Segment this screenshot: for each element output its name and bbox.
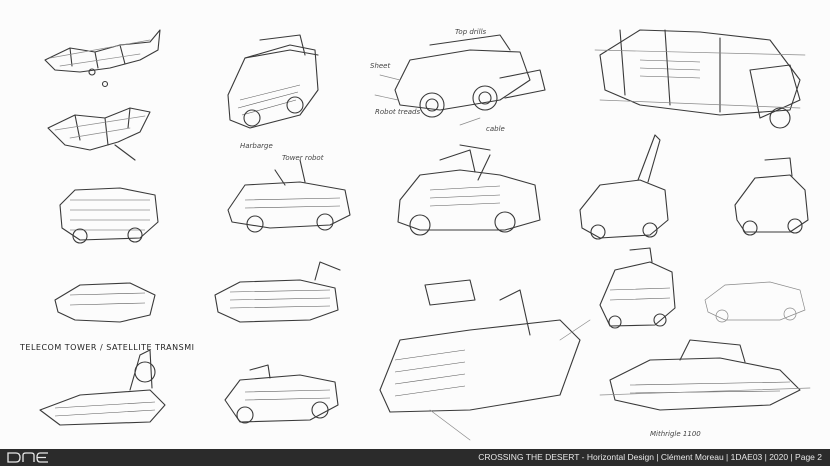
vehicle-sketches <box>39 29 811 441</box>
sketch-truck-2 <box>227 34 319 129</box>
annotation-harbor: Harbarge <box>240 142 273 150</box>
sketch-small-truck <box>734 157 809 236</box>
sketch-heavy-hovercraft <box>594 29 806 129</box>
sketch-hover-transport <box>599 339 811 411</box>
annotation-top-drills: Top drills <box>455 28 487 36</box>
sketch-tower-truck <box>227 159 351 233</box>
sketch-crane-truck <box>579 134 669 240</box>
sketch-tall-cab <box>599 247 676 329</box>
sketch-jet-vehicle-1 <box>44 29 161 88</box>
sketch-armored-car <box>59 187 159 244</box>
sketch-drill-vehicle-2 <box>224 364 339 424</box>
footer-bar: CROSSING THE DESERT - Horizontal Design … <box>0 449 830 466</box>
footer-caption: CROSSING THE DESERT - Horizontal Design … <box>478 452 822 462</box>
annotation-robot-treads: Robot treads <box>375 108 421 116</box>
annotation-tower-robot: Tower robot <box>282 154 324 162</box>
sketch-radar-rig <box>397 144 541 236</box>
sketch-flag-rover <box>214 261 341 323</box>
annotation-mithrigle: Mithrigle 1100 <box>650 430 701 438</box>
sketch-telecom-tower <box>39 349 166 426</box>
sketch-big-rig <box>379 279 591 441</box>
sketch-drill-rig <box>374 34 546 126</box>
annotation-sheet: Sheet <box>370 62 391 70</box>
annotation-cable: cable <box>486 125 505 133</box>
dae-logo-icon <box>7 452 48 463</box>
sketch-flat-wing-vehicle <box>47 107 151 161</box>
telecom-tower-label: TELECOM TOWER / SATELLITE TRANSMI <box>20 343 195 352</box>
sketch-light-buggy <box>704 281 806 323</box>
sketch-hover-pod <box>54 282 156 323</box>
